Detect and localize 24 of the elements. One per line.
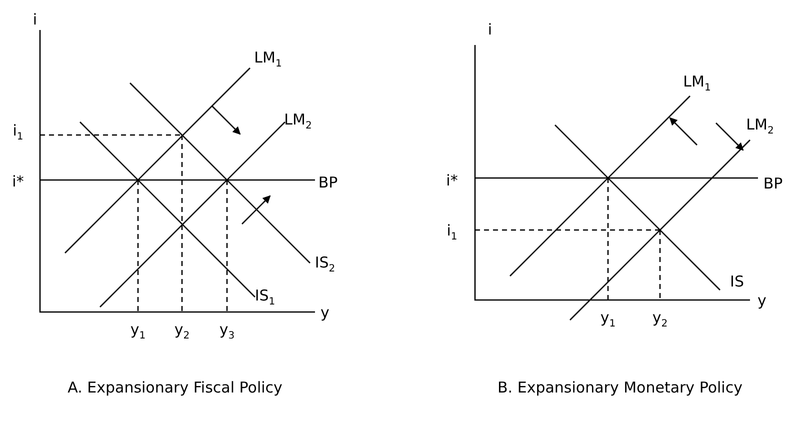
panel-caption: A. Expansionary Fiscal Policy: [68, 380, 282, 396]
curve-label: LM$_{1}$: [683, 74, 711, 94]
axis-label: y: [758, 294, 766, 308]
curve-label: IS$_{2}$: [314, 256, 336, 274]
axis-label: i: [488, 22, 492, 38]
axis-label: y$_{2}$: [652, 310, 668, 330]
curve-label: LM$_{2}$: [746, 118, 774, 136]
axis-label: y: [320, 306, 330, 320]
axis-label: i$_{1}$: [12, 124, 24, 142]
axis-label: i*: [446, 174, 458, 188]
panel-caption: B. Expansionary Monetary Policy: [498, 380, 742, 396]
curve-label: IS: [730, 274, 744, 290]
axis-label: i: [32, 12, 38, 28]
axis-label: y$_{1}$: [600, 310, 616, 330]
curve-label: BP: [318, 176, 338, 190]
axis-label: y$_{3}$: [219, 322, 235, 342]
axis-label: y$_{2}$: [174, 322, 190, 342]
axis-label: y$_{1}$: [130, 322, 146, 342]
curve-label: IS$_{1}$: [254, 288, 276, 308]
curve-label: LM$_{1}$: [254, 50, 282, 70]
curve-label: LM$_{2}$: [284, 112, 312, 132]
axis-label: i$_{1}$: [446, 224, 458, 242]
curve-label: BP: [763, 176, 783, 192]
axis-label: i*: [12, 174, 24, 190]
